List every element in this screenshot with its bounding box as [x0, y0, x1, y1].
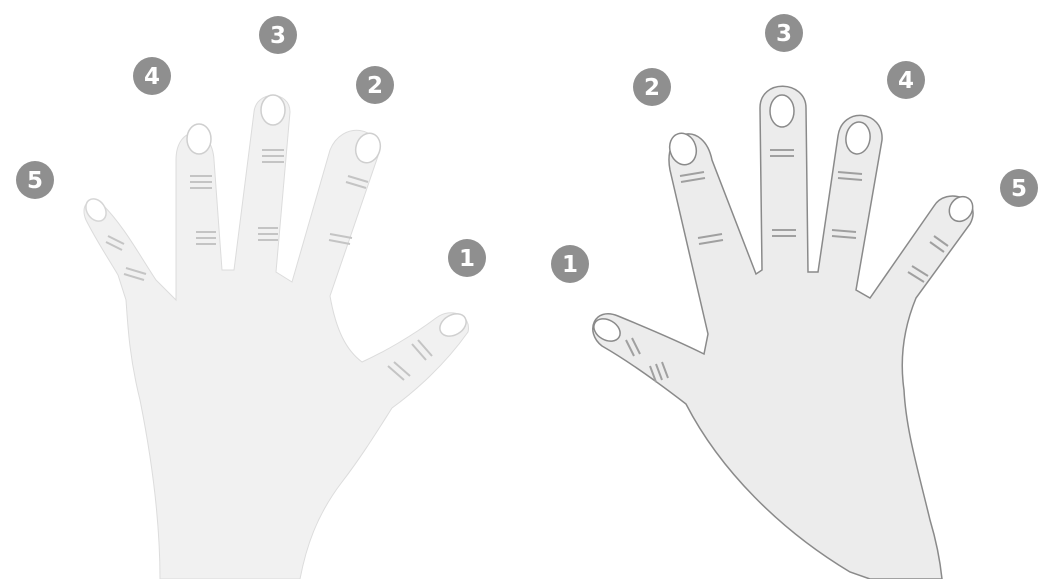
left-middle-number: 3: [270, 23, 286, 49]
right-middle-number-badge: 3: [765, 14, 803, 52]
left-middle-number-badge: 3: [259, 16, 297, 54]
left-thumb-number-badge: 1: [448, 239, 486, 277]
left-hand: [82, 95, 470, 579]
right-index-number: 2: [644, 75, 660, 101]
left-index-number-badge: 2: [356, 66, 394, 104]
right-pinky-number: 5: [1011, 176, 1027, 202]
right-hand: [590, 86, 978, 579]
left-ring-number: 4: [144, 64, 160, 90]
left-ring-number-badge: 4: [133, 57, 171, 95]
right-ring-number: 4: [898, 68, 914, 94]
left-pinky-number-badge: 5: [16, 161, 54, 199]
right-middle-nail: [770, 95, 794, 127]
left-pinky-number: 5: [27, 168, 43, 194]
left-ring-nail: [187, 124, 211, 154]
right-ring-number-badge: 4: [887, 61, 925, 99]
left-index-number: 2: [367, 73, 383, 99]
right-thumb-number-badge: 1: [551, 245, 589, 283]
left-thumb-number: 1: [459, 246, 475, 272]
right-pinky-number-badge: 5: [1000, 169, 1038, 207]
right-hand-silhouette: [593, 86, 973, 579]
right-thumb-number: 1: [562, 252, 578, 278]
right-middle-number: 3: [776, 21, 792, 47]
left-middle-nail: [261, 95, 285, 125]
left-hand-silhouette: [84, 96, 469, 579]
right-index-number-badge: 2: [633, 68, 671, 106]
